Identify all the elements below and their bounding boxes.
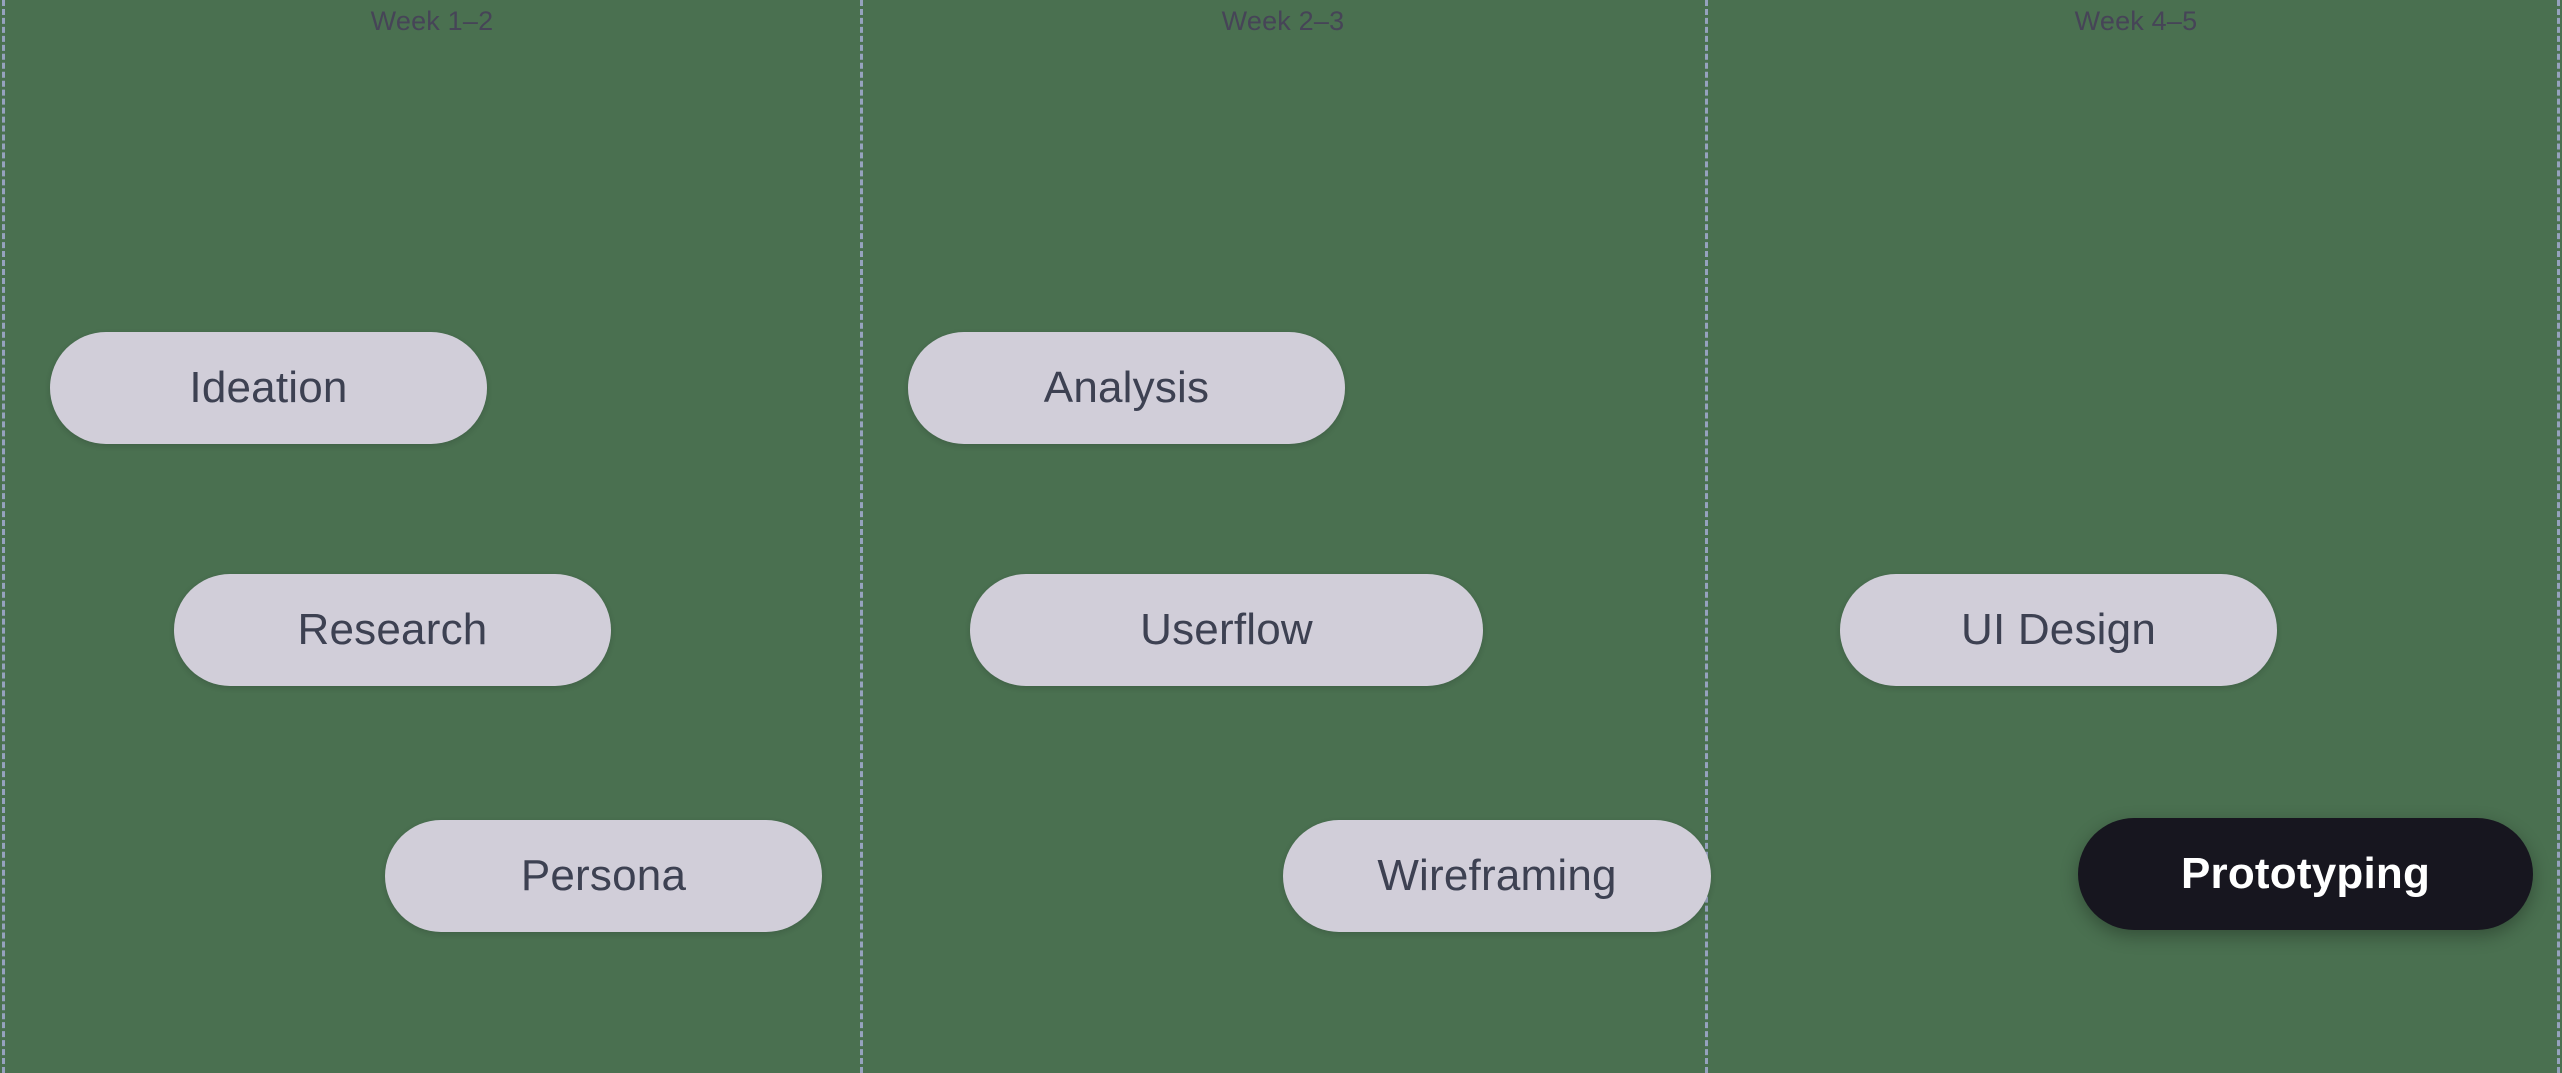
pill-research[interactable]: Research — [174, 574, 611, 686]
column-header-3: Week 4–5 — [2074, 6, 2198, 36]
pill-ui-design[interactable]: UI Design — [1840, 574, 2277, 686]
pill-wireframing[interactable]: Wireframing — [1283, 820, 1711, 932]
pill-label: Analysis — [1043, 363, 1210, 412]
pill-userflow[interactable]: Userflow — [970, 574, 1483, 686]
pill-ideation[interactable]: Ideation — [50, 332, 487, 444]
pill-persona[interactable]: Persona — [385, 820, 822, 932]
pill-label: Research — [297, 605, 488, 654]
column-header-2: Week 2–3 — [1221, 6, 1345, 36]
column-header-1: Week 1–2 — [370, 6, 494, 36]
pill-label: Prototyping — [2180, 849, 2431, 898]
pill-label: Ideation — [189, 363, 348, 412]
pill-label: Wireframing — [1377, 851, 1617, 900]
divider-right-edge — [2557, 0, 2560, 1073]
pill-analysis[interactable]: Analysis — [908, 332, 1345, 444]
pill-label: UI Design — [1961, 605, 2156, 654]
pill-label: Persona — [520, 851, 687, 900]
divider-week1-week2 — [860, 0, 863, 1073]
pill-prototyping[interactable]: Prototyping — [2078, 818, 2533, 930]
divider-left-edge — [2, 0, 5, 1073]
pill-label: Userflow — [1140, 605, 1313, 654]
divider-week2-week3 — [1705, 0, 1708, 1073]
